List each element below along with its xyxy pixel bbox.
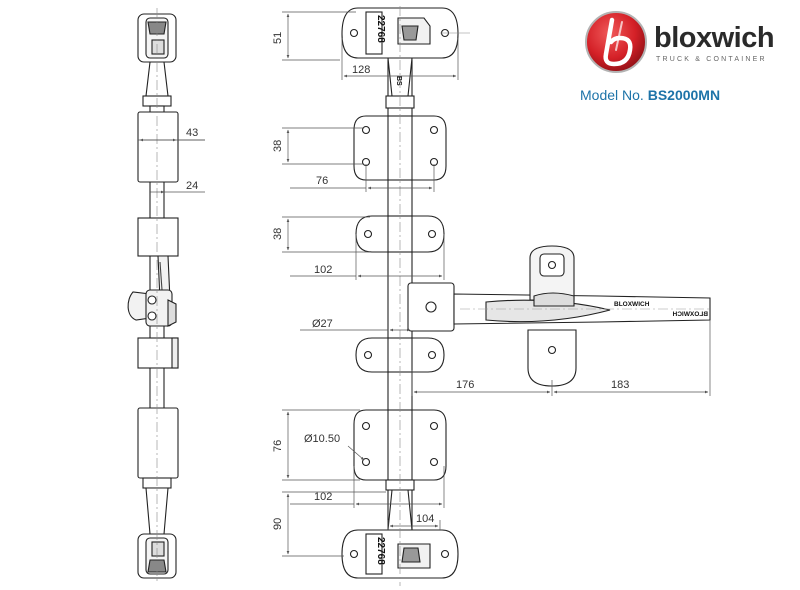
handle-text-mirrored: BLOXWICH: [672, 311, 708, 318]
dim-bracket-offset: 76: [316, 175, 328, 187]
dim-handle-reach: 176: [456, 379, 474, 391]
dim-guide-height: 38: [272, 228, 284, 240]
dim-handle-length: 183: [611, 379, 629, 391]
upper-bracket: [353, 115, 447, 181]
dim-keeper-width: 104: [416, 513, 434, 525]
handle-hub: [407, 282, 455, 332]
brand-name: bloxwich: [654, 22, 775, 54]
dim-cam-height: 51: [272, 32, 284, 44]
cam-code-bottom: 22768: [375, 537, 386, 565]
dim-bracket-height: 38: [272, 140, 284, 152]
lower-guide: [355, 337, 445, 373]
side-top-cam: [137, 13, 177, 63]
cam-code-top: 22768: [375, 15, 386, 43]
dim-rod-diameter: Ø27: [312, 318, 333, 330]
dim-side-guide-width: 43: [186, 127, 198, 139]
front-dimensions: [282, 11, 711, 557]
brand-logo: bloxwich TRUCK & CONTAINER: [584, 6, 794, 86]
handle-arm: [453, 293, 711, 325]
model-code: BS2000MN: [647, 87, 721, 103]
dim-lower-bracket-offset: 102: [314, 491, 332, 503]
bloxwich-logo-icon: [585, 11, 647, 73]
front-view: [341, 6, 711, 586]
handle-keeper: [527, 245, 577, 387]
dim-cam-width: 128: [352, 64, 370, 76]
dim-bottom-height: 90: [272, 518, 284, 530]
side-handle: [127, 255, 177, 327]
side-view: [127, 8, 179, 584]
dim-guide-offset: 102: [314, 264, 332, 276]
side-dimensions: [138, 138, 205, 194]
model-number: Model No. BS2000MN: [580, 87, 720, 103]
model-label: Model No.: [580, 87, 644, 103]
dim-side-rod-offset: 24: [186, 180, 198, 192]
shaft-mark: BS: [395, 76, 402, 86]
dim-hole-diameter: Ø10.50: [304, 433, 340, 445]
brand-tagline: TRUCK & CONTAINER: [656, 56, 767, 63]
dim-lower-bracket-height: 76: [272, 440, 284, 452]
handle-text: BLOXWICH: [614, 301, 650, 308]
